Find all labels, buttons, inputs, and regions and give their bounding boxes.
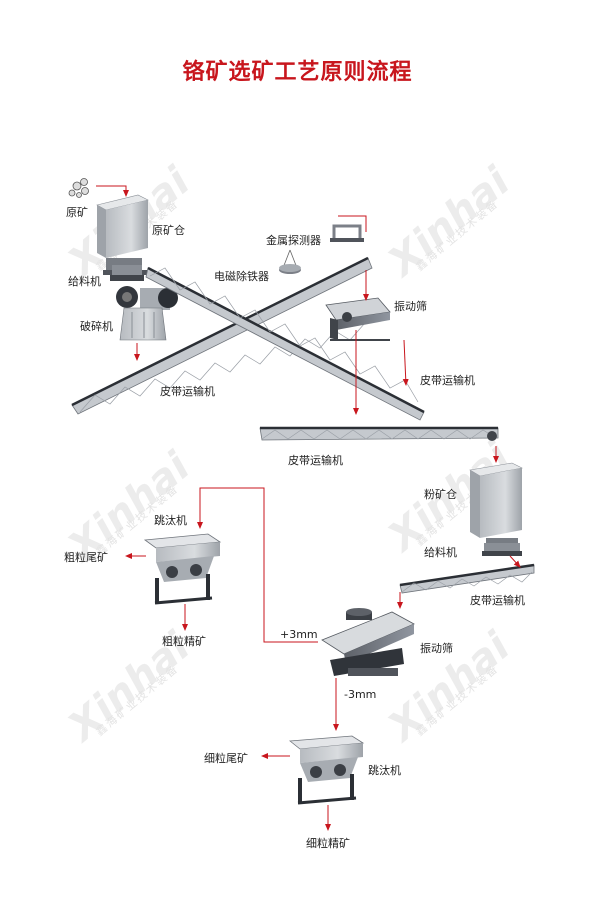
label-vibrating-screen-1: 振动筛 [394, 300, 427, 313]
arrow-feeder-to-conveyor [509, 555, 521, 568]
label-belt-conveyor-4: 皮带运输机 [470, 594, 525, 607]
label-belt-conveyor-1: 皮带运输机 [160, 385, 215, 398]
label-belt-conveyor-3: 皮带运输机 [288, 454, 343, 467]
label-magnetic-separator: 电磁除铁器 [214, 270, 269, 283]
label-fine-tailings: 细粒尾矿 [204, 752, 248, 765]
label-powder-bin: 粉矿仓 [424, 488, 457, 501]
crusher-icon [116, 286, 178, 341]
raw-ore-bin-icon [96, 194, 149, 275]
arrow-detector-link [338, 215, 367, 232]
label-raw-ore: 原矿 [66, 206, 88, 219]
arrow-screen-1-oversize [402, 339, 409, 386]
label-vibrating-screen-2: 振动筛 [420, 642, 453, 655]
label-coarse-tailings: 粗粒尾矿 [64, 551, 108, 564]
feeder-1-icon [110, 265, 144, 281]
label-minus-3mm: -3mm [344, 688, 377, 701]
label-fine-concentrate: 细粒精矿 [306, 837, 350, 850]
vibrating-screen-1-icon [325, 297, 391, 341]
feeder-2-icon [482, 543, 522, 556]
vibrating-screen-2-icon [321, 608, 415, 676]
label-crusher: 破碎机 [80, 320, 113, 333]
belt-conveyor-1-icon [71, 256, 373, 415]
belt-conveyor-3-icon [259, 426, 499, 441]
label-plus-3mm: +3mm [280, 628, 318, 641]
label-coarse-concentrate: 粗粒精矿 [162, 635, 206, 648]
belt-conveyor-4-icon [399, 563, 535, 594]
label-belt-conveyor-2: 皮带运输机 [420, 374, 475, 387]
label-feeder-1: 给料机 [68, 275, 101, 288]
label-jig-2: 跳汰机 [368, 764, 401, 777]
jig-2-icon [288, 735, 365, 805]
page-title: 铬矿选矿工艺原则流程 [182, 60, 413, 85]
arrow-raw-ore-to-bin [96, 185, 129, 197]
label-feeder-2: 给料机 [424, 546, 457, 559]
powder-bin-icon [469, 462, 523, 544]
magnetic-separator-icon [279, 249, 301, 274]
raw-ore-icon [68, 178, 89, 198]
belt-conveyor-2-icon [145, 266, 425, 421]
metal-detector-icon [330, 224, 364, 242]
jig-1-icon [143, 533, 222, 605]
flow-arrows [96, 185, 521, 831]
label-raw-ore-bin: 原矿仓 [152, 224, 185, 237]
arrow-plus-3mm-to-jig-1 [197, 487, 318, 643]
label-metal-detector: 金属探测器 [266, 234, 321, 247]
label-jig-1: 跳汰机 [154, 514, 187, 527]
